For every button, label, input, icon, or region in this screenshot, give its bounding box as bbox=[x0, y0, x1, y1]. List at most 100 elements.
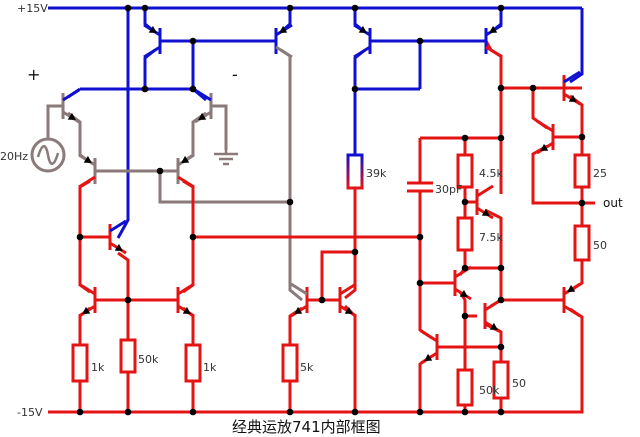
transistor-leg bbox=[485, 45, 503, 59]
junction-node bbox=[497, 264, 505, 272]
junction-node bbox=[318, 296, 326, 304]
wire bbox=[569, 8, 584, 84]
npn-transistor bbox=[562, 70, 581, 106]
junction-node bbox=[76, 233, 84, 241]
emitter-arrow-icon bbox=[489, 322, 498, 330]
resistor-label-r3: 1k bbox=[203, 361, 217, 374]
junction-node bbox=[124, 296, 132, 304]
junction-node bbox=[286, 408, 294, 416]
junction-node bbox=[578, 133, 586, 141]
transistor-leg bbox=[78, 282, 96, 296]
wire bbox=[418, 354, 433, 412]
resistor bbox=[71, 343, 89, 383]
wire bbox=[501, 307, 584, 414]
junction-node bbox=[156, 167, 164, 175]
pnp-transistor bbox=[484, 23, 503, 59]
transistor-leg bbox=[454, 265, 472, 279]
npn-transistor bbox=[420, 329, 439, 365]
emitter-arrow-icon bbox=[114, 243, 123, 251]
resistor bbox=[573, 224, 591, 262]
emitter-arrow-icon bbox=[279, 25, 288, 33]
junction-node bbox=[416, 408, 424, 416]
junction-nodes bbox=[76, 4, 586, 416]
emitter-arrow-icon bbox=[344, 306, 353, 314]
junction-node bbox=[141, 4, 149, 12]
emitter-arrow-icon bbox=[424, 353, 433, 361]
junction-node bbox=[461, 198, 469, 206]
resistor-label-r6: 4.5k bbox=[479, 167, 503, 180]
pnp-transistor bbox=[353, 23, 372, 59]
junction-node bbox=[189, 37, 197, 45]
transistor-leg bbox=[339, 282, 357, 296]
junction-node bbox=[461, 134, 469, 142]
diagram-title: 经典运放741内部框图 bbox=[232, 418, 381, 436]
emitter-arrow-icon bbox=[294, 306, 303, 314]
junction-node bbox=[351, 408, 359, 416]
wire bbox=[211, 104, 228, 150]
transistor-leg bbox=[275, 45, 293, 59]
transistor-leg bbox=[536, 119, 554, 133]
wire bbox=[343, 304, 357, 412]
junction-node bbox=[461, 312, 469, 320]
transistor-leg bbox=[194, 88, 212, 102]
npn-transistor bbox=[290, 282, 309, 318]
resistor-label-r11: 50 bbox=[593, 239, 607, 252]
resistor-label-r5: 39k bbox=[366, 167, 387, 180]
npn-transistor bbox=[108, 219, 127, 255]
wire bbox=[158, 171, 290, 204]
transistor-leg bbox=[177, 175, 195, 189]
emitter-arrow-icon bbox=[459, 289, 468, 297]
junction-node bbox=[351, 4, 359, 12]
resistor-label-r2: 50k bbox=[138, 353, 159, 366]
junction-node bbox=[286, 4, 294, 12]
sine-wave-icon bbox=[36, 145, 60, 165]
junction-node bbox=[497, 296, 505, 304]
transistor-leg bbox=[62, 88, 80, 102]
resistor bbox=[346, 153, 364, 190]
junction-node bbox=[497, 4, 505, 12]
npn-transistor bbox=[61, 88, 80, 124]
junction-node bbox=[141, 85, 149, 93]
junction-node bbox=[286, 198, 294, 206]
transistor-leg bbox=[143, 45, 161, 59]
emitter-arrow-icon bbox=[148, 25, 157, 33]
transistor-leg bbox=[177, 282, 195, 296]
wire bbox=[484, 208, 503, 300]
junction-node bbox=[416, 233, 424, 241]
resistor bbox=[573, 153, 591, 189]
junction-node bbox=[461, 408, 469, 416]
wire bbox=[117, 251, 130, 300]
junction-node bbox=[189, 85, 197, 93]
emitter-arrow-icon bbox=[481, 208, 490, 216]
transistor-leg bbox=[563, 70, 581, 84]
pnp-transistor bbox=[176, 153, 195, 189]
npn-transistor bbox=[475, 184, 494, 220]
npn-transistor bbox=[176, 282, 195, 318]
junction-node bbox=[351, 85, 359, 93]
transistor-leg bbox=[353, 45, 371, 59]
resistor-label-r1: 1k bbox=[91, 361, 105, 374]
emitter-arrow-icon bbox=[83, 155, 92, 163]
wire bbox=[280, 48, 303, 302]
transistor-leg bbox=[109, 219, 127, 233]
pnp-transistor bbox=[78, 153, 97, 189]
resistor bbox=[456, 368, 474, 407]
junction-node bbox=[529, 84, 537, 92]
junction-node bbox=[497, 343, 505, 351]
emitter-arrow-icon bbox=[182, 306, 191, 314]
resistor bbox=[281, 343, 299, 383]
npn-transistor bbox=[338, 282, 357, 318]
junction-node bbox=[416, 37, 424, 45]
resistor-label-r8: 50k bbox=[479, 384, 500, 397]
wire bbox=[463, 250, 501, 270]
positive-rail-label: +15V bbox=[17, 2, 48, 15]
transistor-leg bbox=[290, 282, 308, 296]
junction-node bbox=[578, 199, 586, 207]
resistor bbox=[119, 338, 137, 374]
wire bbox=[182, 111, 207, 164]
junction-node bbox=[351, 248, 359, 256]
npn-transistor bbox=[483, 298, 502, 334]
junction-node bbox=[461, 264, 469, 272]
transistor-leg bbox=[420, 329, 438, 343]
